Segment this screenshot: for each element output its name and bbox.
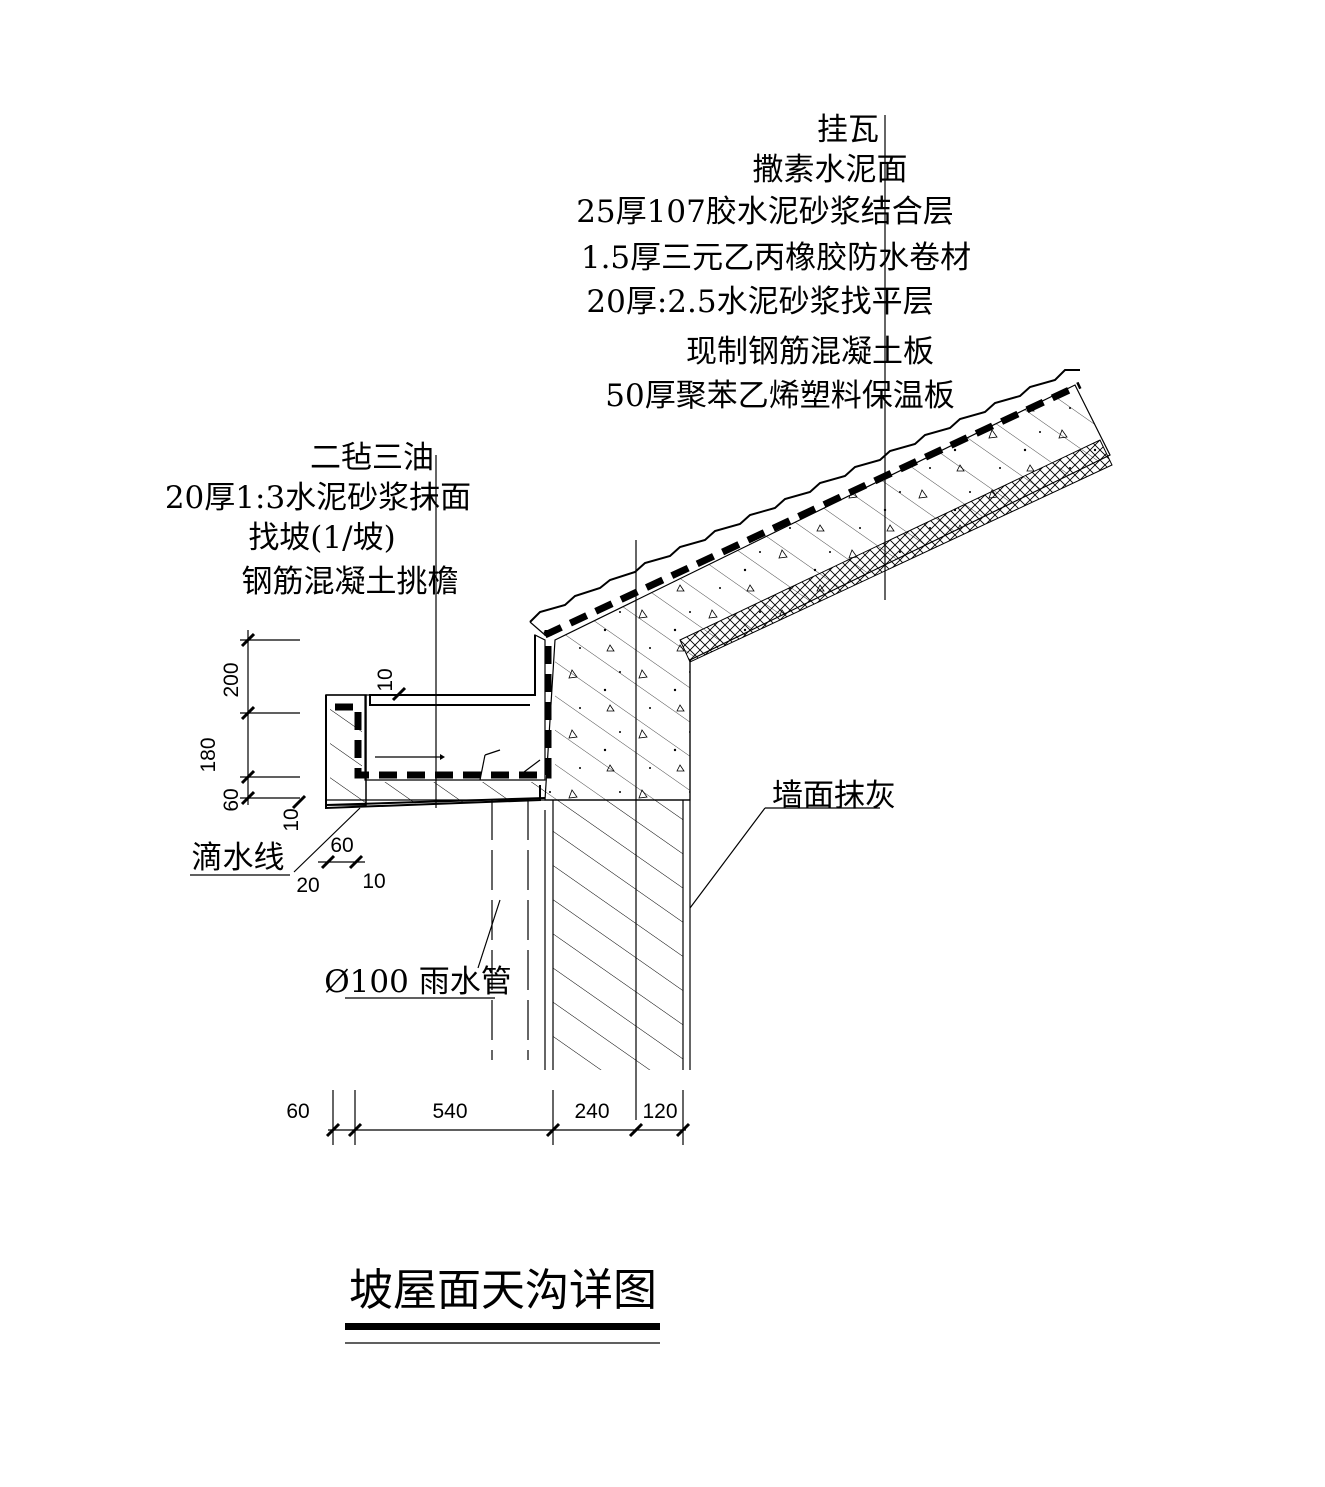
gutter-layer-labels: 二毡三油 20厚1:3水泥砂浆抹面 找坡(1/坡) 钢筋混凝土挑檐	[165, 440, 471, 600]
layer-tile: 挂瓦	[817, 112, 879, 148]
title-underline	[345, 1323, 660, 1330]
layer-bond-mortar: 25厚107胶水泥砂浆结合层	[576, 194, 954, 230]
wall-plaster-label: 墙面抹灰	[772, 778, 896, 814]
dim-h-540: 540	[432, 1100, 467, 1123]
dim-60: 60	[220, 788, 243, 811]
gutter-felt-oil: 二毡三油	[310, 440, 434, 476]
gutter-rc-eave: 钢筋混凝土挑檐	[242, 564, 459, 600]
gutter-slope: 找坡(1/坡)	[248, 520, 395, 556]
dim-180: 180	[197, 737, 220, 772]
dim-h-60: 60	[286, 1100, 309, 1123]
rain-pipe-label: Ø100 雨水管	[324, 964, 511, 1000]
roof-membrane	[543, 381, 1082, 639]
layer-epdm-membrane: 1.5厚三元乙丙橡胶防水卷材	[581, 240, 971, 276]
drip-dims: 60 20 10	[296, 834, 385, 897]
gutter-membrane	[335, 630, 552, 779]
insulation-board	[679, 439, 1113, 663]
roof-tiles	[529, 369, 1080, 623]
layer-leveling-mortar: 20厚:2.5水泥砂浆找平层	[586, 284, 933, 320]
vertical-dimensions: 200 180 60 10	[197, 630, 307, 832]
dim-10: 10	[280, 808, 303, 831]
drawing-title: 坡屋面天沟详图	[349, 1265, 657, 1316]
dim-h-120: 120	[642, 1100, 677, 1123]
brick-wall	[553, 800, 683, 1070]
dim-20-drip: 20	[296, 874, 319, 897]
dim-10-drip: 10	[362, 870, 385, 893]
dim-60-drip: 60	[330, 834, 353, 857]
dim-10-top: 10	[374, 668, 397, 691]
layer-cement-dust: 撒素水泥面	[753, 152, 908, 188]
dim-h-240: 240	[574, 1100, 609, 1123]
horizontal-dimensions: 60 540 240 120	[286, 1090, 691, 1145]
drip-line-label: 滴水线	[192, 840, 285, 876]
layer-eps-insulation: 50厚聚苯乙烯塑料保温板	[605, 378, 954, 414]
gutter-plaster: 20厚1:3水泥砂浆抹面	[165, 480, 471, 516]
dim-200: 200	[220, 662, 243, 697]
layer-rc-slab: 现制钢筋混凝土板	[686, 334, 934, 370]
roof-layer-labels: 挂瓦 撒素水泥面 25厚107胶水泥砂浆结合层 1.5厚三元乙丙橡胶防水卷材 2…	[576, 112, 971, 414]
